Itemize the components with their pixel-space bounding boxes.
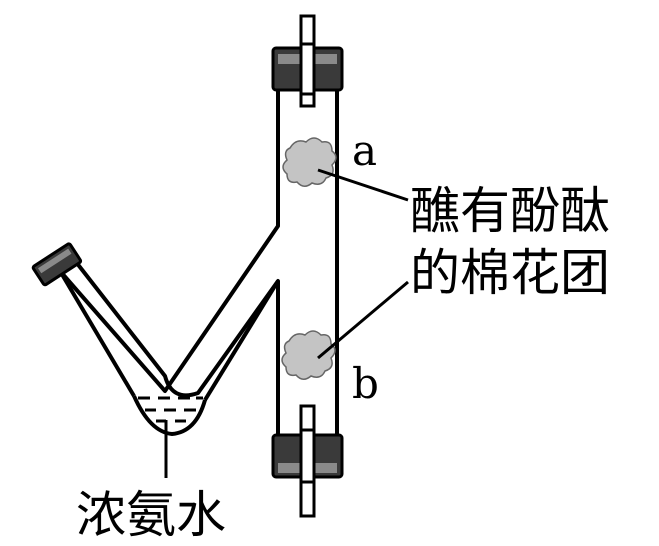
label-b: b: [352, 359, 379, 408]
cotton-ball-a-icon: [282, 137, 337, 187]
leader-line-b: [317, 280, 409, 360]
label-cotton-line1: 醮有酚酞: [410, 182, 610, 240]
glass-tube-outline: [58, 88, 339, 440]
ammonia-liquid: [138, 396, 203, 423]
v-tube-bottom: [132, 395, 207, 437]
rubber-stopper-top-icon: [271, 42, 344, 96]
label-a: a: [352, 126, 377, 175]
cotton-ball-b-icon: [281, 330, 336, 380]
rubber-stopper-left-icon: [31, 242, 83, 287]
rubber-stopper-bottom-icon: [271, 428, 344, 484]
label-cotton-line2: 的棉花团: [410, 244, 610, 302]
label-ammonia: 浓氨水: [76, 486, 226, 544]
leader-line-a: [317, 168, 409, 202]
